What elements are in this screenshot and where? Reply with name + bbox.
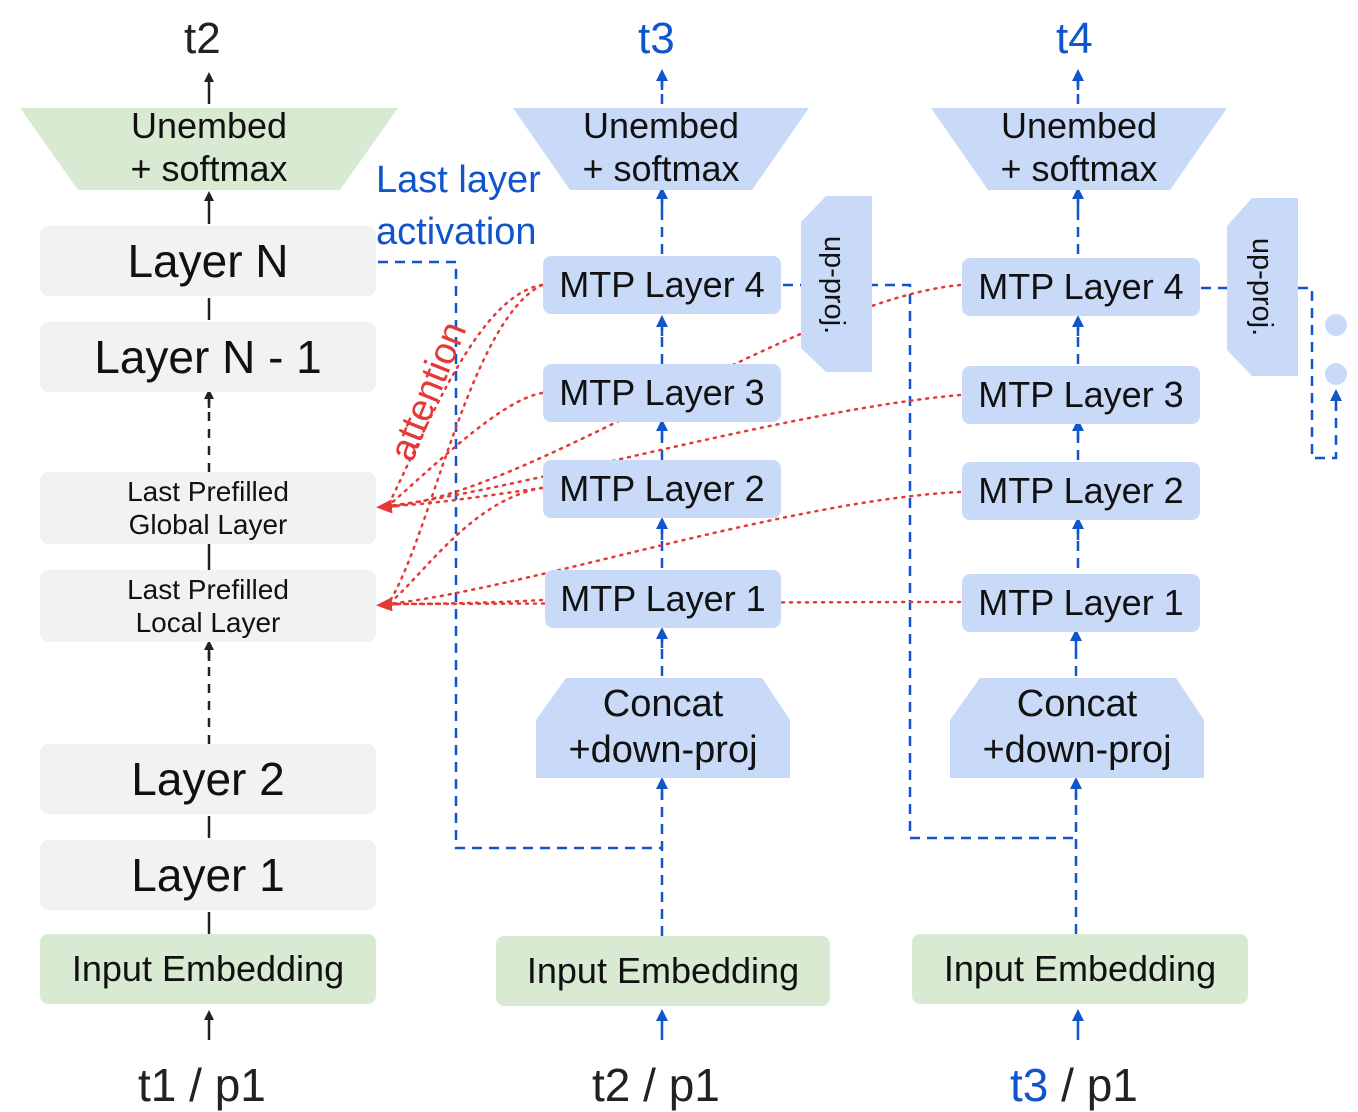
col3-mtp-layer-4: MTP Layer 4: [962, 258, 1200, 316]
col3-unembed-shape: [931, 108, 1227, 190]
col2-mtp-layer-2: MTP Layer 2: [543, 460, 781, 518]
col3-concat-label: Concat +down-proj: [954, 678, 1200, 778]
col3-mtp-layer-1: MTP Layer 1: [962, 574, 1200, 632]
col2-concat-line1: Concat: [602, 683, 724, 726]
col2-concat-line2: +down-proj: [568, 729, 758, 771]
col2-unembed-line2: + softmax: [582, 148, 740, 189]
col3-mtp-layer-2: MTP Layer 2: [962, 462, 1200, 520]
col1-unembed-label: Unembed + softmax: [70, 104, 348, 190]
continuation-dot: [1325, 363, 1347, 385]
col1-local-line1: Last Prefilled: [127, 573, 289, 605]
col3-mtp-layer-3: MTP Layer 3: [962, 366, 1200, 424]
col1-layer-1: Layer 1: [40, 840, 376, 910]
col2-up-proj-label: up-proj.: [818, 235, 851, 335]
col2-input-embedding: Input Embedding: [496, 936, 830, 1006]
col2-unembed-shape: [513, 108, 809, 190]
col2-concat-shape: [536, 678, 790, 778]
col1-layer-2: Layer 2: [40, 744, 376, 814]
col1-last-prefilled-global-layer: Last Prefilled Global Layer: [40, 472, 376, 544]
col1-local-line2: Local Layer: [135, 607, 281, 638]
col3-concat-line2: +down-proj: [982, 729, 1172, 771]
col1-input-embedding: Input Embedding: [40, 934, 376, 1004]
last-layer-line1: Last layer: [376, 159, 541, 201]
col2-concat-label: Concat +down-proj: [540, 678, 786, 778]
blue-arrowheads: [656, 69, 1342, 1040]
last-layer-activation-label: Last layer activation: [376, 154, 541, 258]
continuation-dot: [1325, 314, 1347, 336]
col1-global-line1: Last Prefilled: [127, 475, 289, 507]
col3-upproj-shape: [1227, 198, 1298, 376]
col1-layer-n-minus-1: Layer N - 1: [40, 322, 376, 392]
col3-concat-line1: Concat: [1016, 683, 1138, 726]
col2-mtp-layer-4: MTP Layer 4: [543, 256, 781, 314]
col2-output-token: t3: [638, 14, 675, 63]
col3-concat-shape: [950, 678, 1204, 778]
col1-unembed-line1: Unembed: [130, 104, 288, 146]
col3-input-embedding: Input Embedding: [912, 934, 1248, 1004]
col3-unembed-line2: + softmax: [1000, 148, 1158, 189]
col1-unembed-shape: [20, 108, 398, 190]
col3-output-token: t4: [1056, 14, 1093, 63]
col3-up-proj-label: up-proj.: [1246, 237, 1279, 337]
col2-mtp-layer-1: MTP Layer 1: [545, 570, 781, 628]
col2-unembed-label: Unembed + softmax: [540, 104, 782, 190]
col3-input-token-rest: / p1: [1048, 1059, 1138, 1111]
col2-mtp-layer-3: MTP Layer 3: [543, 364, 781, 422]
attention-arrowheads: [376, 499, 399, 612]
col3-unembed-label: Unembed + softmax: [958, 104, 1200, 190]
col3-unembed-line1: Unembed: [1000, 104, 1158, 146]
last-layer-line2: activation: [376, 211, 537, 253]
col1-output-token: t2: [184, 14, 221, 63]
col3-input-token: t3 / p1: [1010, 1058, 1138, 1112]
col2-upproj-shape: [801, 196, 872, 372]
col1-input-token: t1 / p1: [138, 1059, 266, 1111]
col3-input-token-id: t3: [1010, 1059, 1049, 1111]
col1-last-prefilled-local-layer: Last Prefilled Local Layer: [40, 570, 376, 642]
col2-input-token: t2 / p1: [592, 1059, 720, 1111]
col1-layer-n: Layer N: [40, 226, 376, 296]
col1-unembed-line2: + softmax: [130, 148, 288, 189]
col2-unembed-line1: Unembed: [582, 104, 740, 146]
col1-global-line2: Global Layer: [128, 509, 288, 540]
